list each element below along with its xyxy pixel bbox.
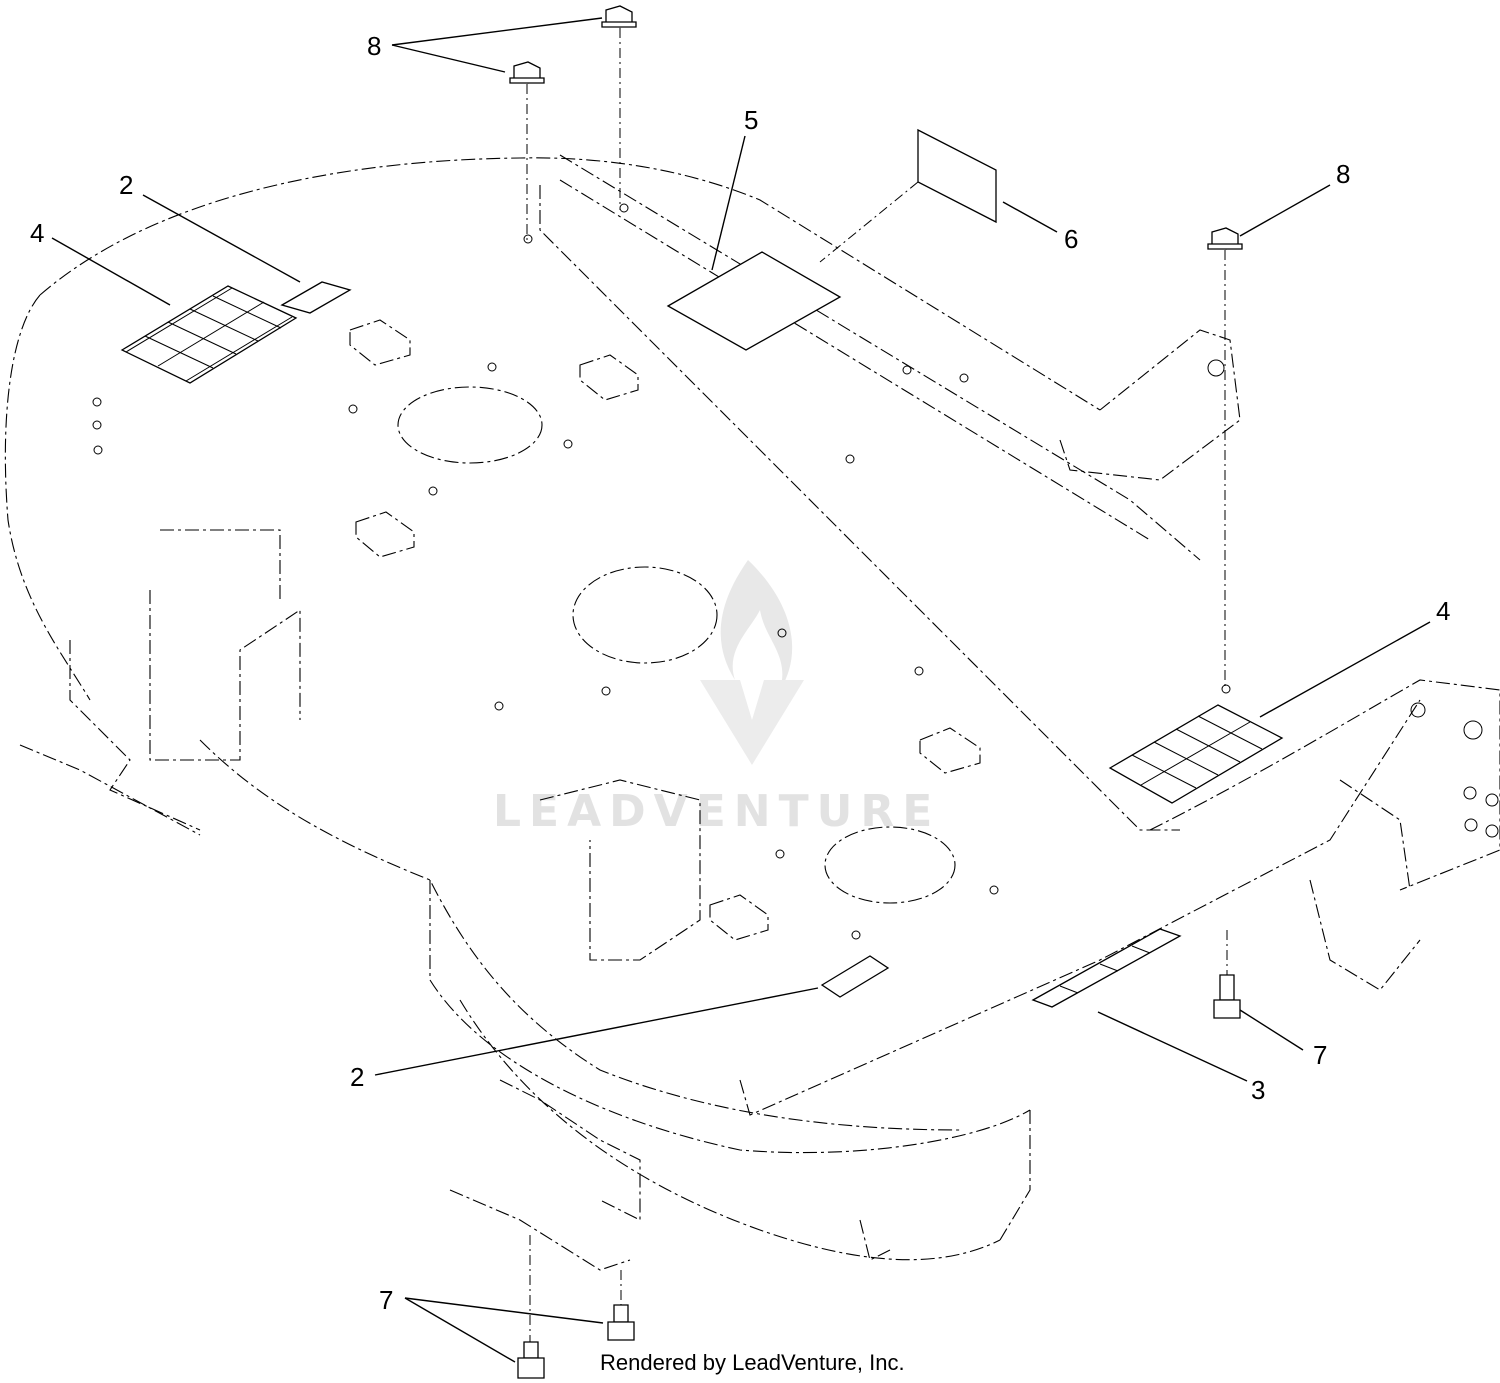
watermark-flame-icon	[720, 560, 793, 690]
bolt-7-mid	[607, 1304, 635, 1341]
callout-6: 6	[1064, 224, 1078, 254]
flange-nut-2	[509, 61, 545, 84]
fastener-axis-lines	[526, 28, 1228, 1342]
bolt-7-low	[517, 1341, 545, 1379]
watermark-v-icon	[700, 680, 804, 765]
decal-4-right	[1108, 704, 1284, 804]
mounting-holes	[92, 203, 1499, 940]
callout-4-left: 4	[30, 218, 44, 248]
leader-lines	[51, 17, 1431, 1363]
watermark-text: LEADVENTURE	[493, 786, 940, 837]
bolt-7-right	[1213, 974, 1241, 1019]
callout-2-top: 2	[119, 170, 133, 200]
bracket-clips	[349, 319, 981, 941]
decal-6	[917, 128, 997, 224]
callout-5: 5	[744, 105, 758, 135]
flange-nut-3	[1207, 227, 1243, 250]
watermark: LEADVENTURE	[493, 560, 940, 837]
decal-2-top	[280, 281, 352, 314]
callout-8-right: 8	[1336, 159, 1350, 189]
decal-2-bottom	[820, 955, 890, 998]
flange-nut-1	[601, 5, 637, 28]
callouts: 8 8 5 6 2 4 4 2 3 7 7	[30, 31, 1450, 1315]
callout-8-top-left: 8	[367, 31, 381, 61]
callout-4-right: 4	[1436, 596, 1450, 626]
callout-3: 3	[1251, 1075, 1265, 1105]
decal-3	[1031, 928, 1182, 1008]
deck-outline	[4, 154, 1500, 1271]
callout-7-bottom: 7	[379, 1285, 393, 1315]
callout-2-bottom: 2	[350, 1062, 364, 1092]
decal-5	[666, 251, 842, 351]
callout-7-right: 7	[1313, 1040, 1327, 1070]
decal-4-left	[120, 285, 298, 384]
render-credit: Rendered by LeadVenture, Inc.	[600, 1350, 905, 1375]
